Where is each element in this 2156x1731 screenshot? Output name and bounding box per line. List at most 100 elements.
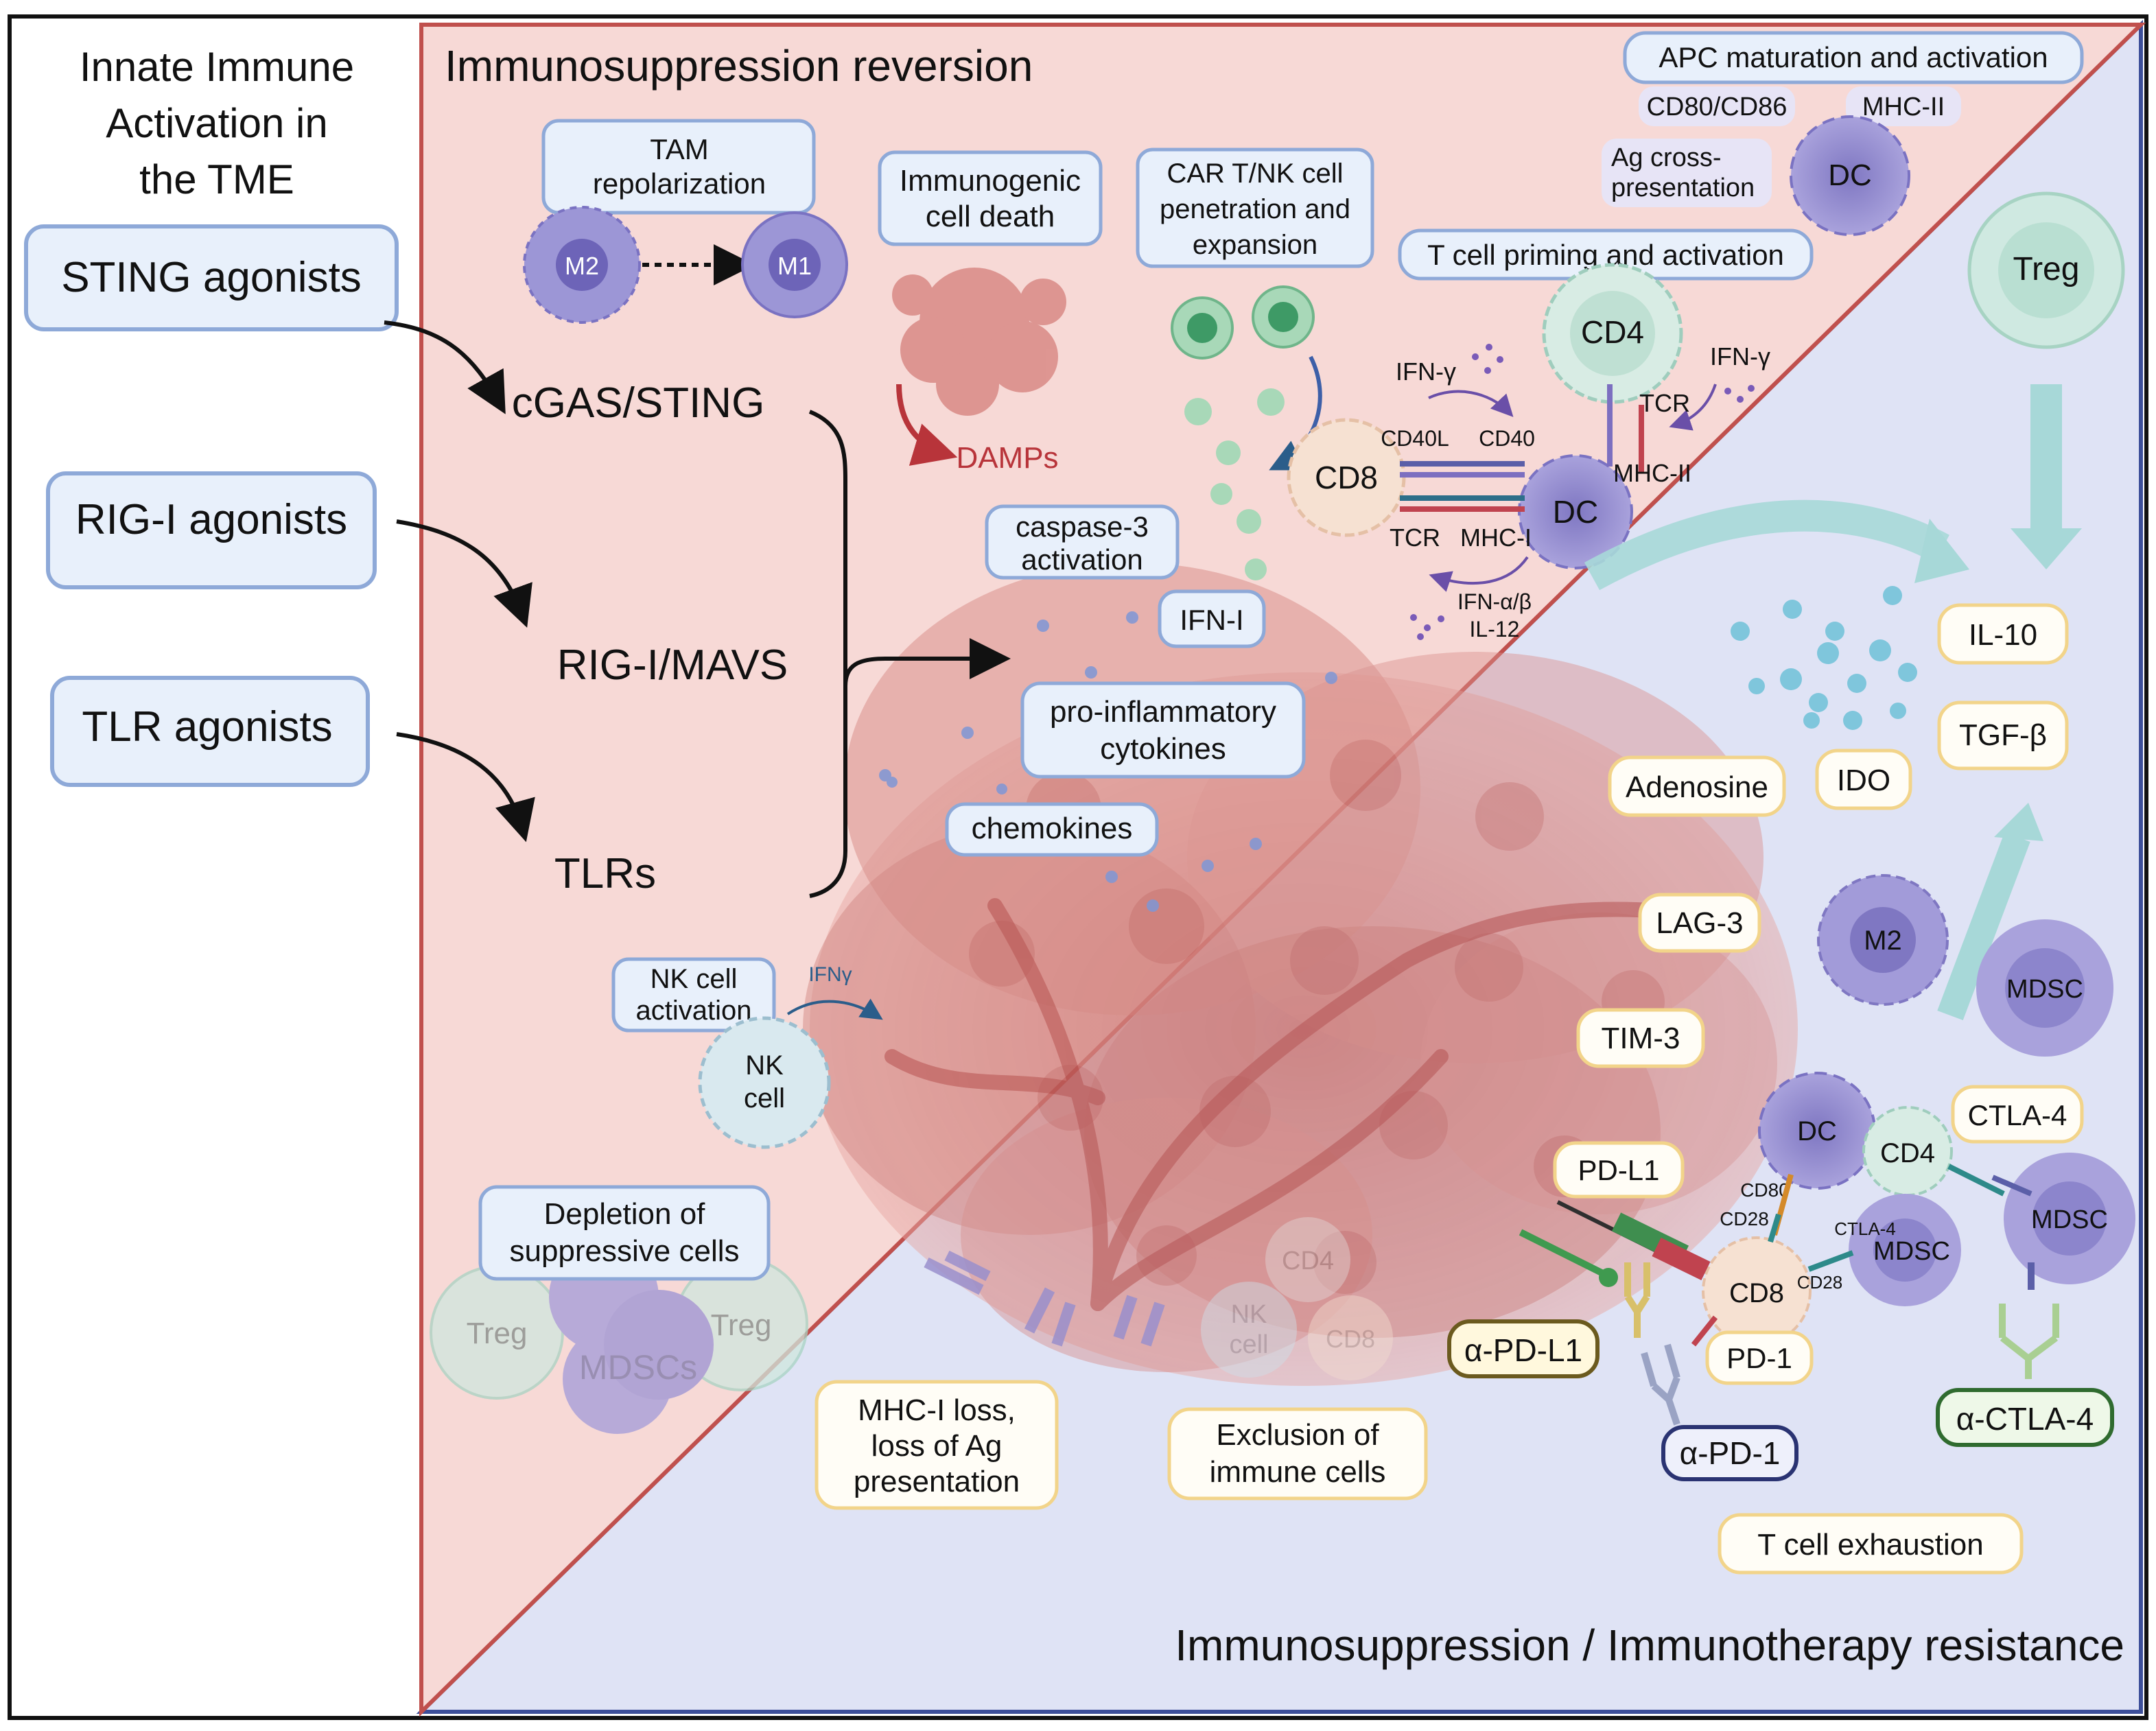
m2-to-tgfb-arrowhead: [1994, 803, 2043, 841]
m2-macrophage-icon: M2: [523, 206, 641, 324]
nk-ifny-arrow: [786, 998, 883, 1020]
svg-text:presentation: presentation: [854, 1465, 1020, 1498]
costim-bonds: [1768, 1164, 2032, 1272]
svg-text:cytokines: cytokines: [1100, 732, 1226, 766]
cd8-lower-icon: CD8: [1702, 1236, 1812, 1346]
svg-text:NK: NK: [745, 1050, 784, 1081]
svg-text:PD-L1: PD-L1: [1578, 1154, 1659, 1186]
upper-panel-title: Immunosuppression reversion: [445, 41, 1033, 91]
svg-text:α-CTLA-4: α-CTLA-4: [1956, 1401, 2094, 1437]
ifn-ab-arrow: [1429, 556, 1529, 592]
svg-text:TAM: TAM: [650, 133, 709, 165]
svg-text:activation: activation: [636, 996, 752, 1026]
svg-text:CD4: CD4: [1880, 1138, 1935, 1168]
svg-text:DC: DC: [1553, 494, 1598, 530]
tumor-to-cytokines-arrow: [1584, 499, 1949, 591]
dying-cell-icon: [892, 268, 1066, 416]
apc-maturation: APC maturation and activation CD80/CD86 …: [1398, 31, 2084, 281]
svg-text:cell: cell: [744, 1083, 785, 1114]
sidebar-title-line-1: Innate Immune: [80, 44, 354, 90]
ifn-gamma-right: IFN-γ: [1710, 342, 1770, 370]
svg-text:TGF-β: TGF-β: [1959, 718, 2047, 752]
svg-text:RIG-I agonists: RIG-I agonists: [75, 496, 347, 543]
svg-text:STING agonists: STING agonists: [61, 254, 362, 301]
m2-to-tgfb-arrow: [1937, 832, 2030, 1021]
dc-lower-icon: DC: [1758, 1072, 1876, 1190]
pdl1-badge: PD-L1: [1553, 1141, 1685, 1199]
il10-badge: IL-10: [1937, 603, 2069, 665]
tcr-top-label: TCR: [1639, 389, 1690, 417]
mdsc-top-icon: MDSC: [1976, 919, 2113, 1057]
sting-agonists-box: STING agonists: [24, 224, 399, 331]
damps-arrow: [896, 384, 958, 466]
svg-text:Exclusion of: Exclusion of: [1216, 1418, 1379, 1452]
svg-text:Depletion of: Depletion of: [544, 1197, 706, 1231]
tam-repolarization: TAM repolarization M2 M1: [523, 119, 848, 324]
sidebar-title-line-2: Activation in: [106, 100, 328, 146]
mhc-i-label: MHC-I: [1460, 523, 1532, 552]
svg-text:APC maturation and activation: APC maturation and activation: [1659, 41, 2048, 73]
cd8-cell-icon: CD8: [1287, 418, 1406, 537]
svg-text:pro-inflammatory: pro-inflammatory: [1050, 695, 1276, 729]
svg-text:cell: cell: [1229, 1330, 1268, 1359]
m1-macrophage-icon: M1: [741, 211, 848, 318]
svg-text:TIM-3: TIM-3: [1602, 1022, 1680, 1055]
pd1-receptor: [1691, 1315, 1718, 1347]
chemokines-box: chemokines: [945, 802, 1159, 857]
svg-text:immune cells: immune cells: [1210, 1455, 1386, 1489]
tumor-to-cytokines-arrowhead: [1914, 519, 1969, 583]
nk-cell-icon: NK cell: [698, 1016, 831, 1149]
svg-text:Ag cross-: Ag cross-: [1611, 143, 1721, 172]
svg-text:CD4: CD4: [1282, 1247, 1334, 1275]
car-t-cells-icon: [1171, 285, 1315, 580]
cd4-lower-icon: CD4: [1862, 1106, 1953, 1197]
svg-text:MHC-I loss,: MHC-I loss,: [858, 1393, 1016, 1427]
mhc-receptors-icon: [924, 1250, 1165, 1347]
svg-text:Treg: Treg: [467, 1317, 528, 1350]
sidebar: Innate Immune Activation in the TME STIN…: [24, 44, 998, 898]
sidebar-title-line-3: the TME: [139, 156, 294, 202]
lower-panel-title: Immunosuppression / Immunotherapy resist…: [1175, 1621, 2124, 1670]
svg-text:DC: DC: [1828, 158, 1872, 192]
svg-text:M1: M1: [777, 252, 812, 280]
cd28-label-b: CD28: [1797, 1272, 1842, 1293]
svg-text:chemokines: chemokines: [972, 812, 1133, 845]
pdl1-receptor-complex: [1519, 1200, 1711, 1287]
immunosuppressive-particles: [1731, 586, 1917, 730]
svg-text:MDSC: MDSC: [2031, 1205, 2108, 1234]
svg-text:CD80/CD86: CD80/CD86: [1647, 93, 1788, 121]
alpha-ctla4-badge: α-CTLA-4: [1936, 1388, 2114, 1447]
svg-text:α-PD-L1: α-PD-L1: [1464, 1332, 1582, 1368]
checkpoint-cluster: DC CD4 CTLA-4 MDSC MDSC CD8 PD-L1: [1447, 1072, 2135, 1481]
svg-text:DC: DC: [1797, 1116, 1837, 1146]
sting-arrow: [384, 320, 506, 414]
svg-text:Adenosine: Adenosine: [1626, 770, 1768, 804]
svg-text:MHC-II: MHC-II: [1862, 93, 1945, 121]
ifny-small-label: IFNγ: [808, 963, 852, 986]
cd40l-label: CD40L: [1381, 426, 1449, 451]
svg-text:CAR T/NK cell: CAR T/NK cell: [1167, 158, 1343, 189]
tlr-agonists-box: TLR agonists: [50, 676, 370, 787]
depletion-cells-icon: Treg Treg MDSCs: [430, 1242, 808, 1434]
tlrs-label: TLRs: [554, 850, 656, 897]
depletion-suppressive: Treg Treg MDSCs Depletion of suppressive…: [430, 1185, 808, 1434]
treg-down-arrowhead: [2011, 528, 2082, 569]
svg-text:Treg: Treg: [711, 1308, 772, 1342]
alpha-pd1-badge: α-PD-1: [1661, 1425, 1798, 1481]
immune-synapse: CD4 CD8 DC IFN-γ IFN-γ CD40L CD40 TCR MH…: [1287, 263, 1770, 641]
cd80-label: CD80: [1740, 1179, 1790, 1201]
mdsc-right-icon: MDSC: [2004, 1153, 2135, 1284]
cytokine-particles: [879, 611, 1337, 912]
ifn-ab-label-1: IFN-α/β: [1457, 589, 1532, 614]
svg-text:MDSC: MDSC: [2006, 975, 2083, 1004]
antibody-pd1-icon: [1641, 1343, 1680, 1426]
cd40-label: CD40: [1479, 426, 1535, 451]
tlr-arrow: [396, 732, 535, 843]
ctla4-badge: CTLA-4: [1951, 1085, 2084, 1144]
svg-text:penetration and: penetration and: [1160, 194, 1350, 224]
svg-text:TLR agonists: TLR agonists: [82, 703, 332, 751]
svg-text:CD4: CD4: [1581, 314, 1644, 350]
car-t-infiltration-arrow: [1269, 355, 1322, 471]
antibody-pdl1-icon: [1624, 1262, 1650, 1338]
svg-text:CD8: CD8: [1315, 460, 1378, 495]
